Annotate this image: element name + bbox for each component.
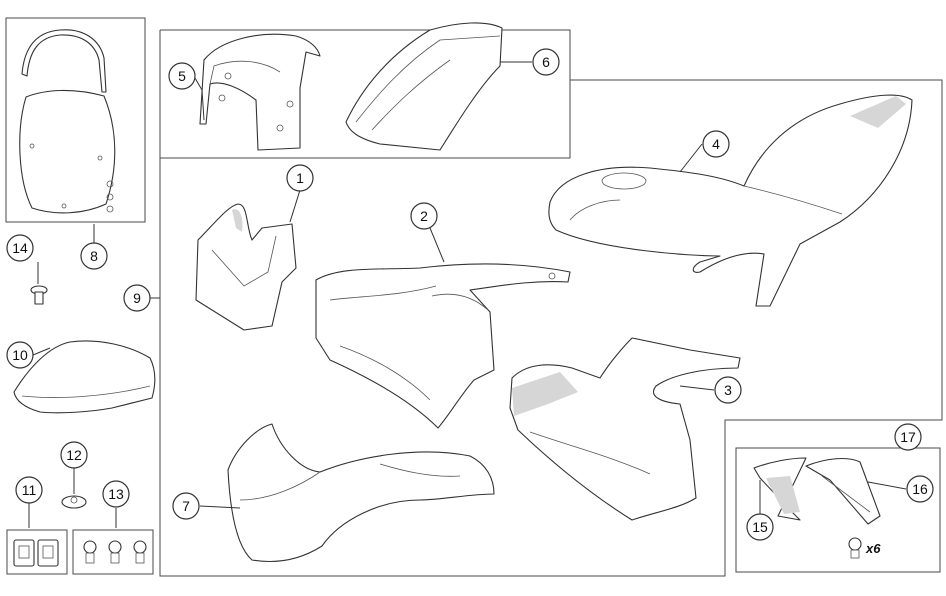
callout-8: 8: [80, 242, 108, 270]
quantity-label: x6: [865, 541, 881, 556]
callout-9: 9: [123, 284, 151, 312]
windscreen-fasteners: [106, 180, 114, 213]
svg-text:13: 13: [108, 486, 124, 502]
tank-side-panel: [345, 22, 503, 151]
callout-6: 6: [532, 48, 560, 76]
svg-text:3: 3: [724, 382, 732, 398]
callout-3: 3: [714, 376, 742, 404]
svg-text:14: 14: [12, 240, 28, 256]
callout-13: 13: [102, 480, 130, 508]
fairing-nut-12: [61, 495, 87, 509]
svg-text:11: 11: [22, 482, 37, 498]
callout-4: 4: [702, 130, 730, 158]
svg-text:2: 2: [420, 208, 428, 224]
nose-fairing: [195, 203, 297, 331]
svg-text:9: 9: [133, 290, 141, 306]
mirror-cover-screw: [848, 537, 862, 559]
svg-text:4: 4: [712, 136, 720, 152]
front-mudguard: [199, 33, 321, 151]
callout-17: 17: [894, 423, 922, 451]
callout-7: 7: [172, 492, 200, 520]
svg-text:10: 10: [12, 347, 28, 363]
windscreen-trim: [21, 29, 107, 93]
callout-10: 10: [6, 341, 34, 369]
tail-cover: [13, 340, 156, 414]
windscreen-kit-frame: [5, 17, 146, 223]
callout-14: 14: [6, 234, 34, 262]
svg-text:8: 8: [90, 248, 98, 264]
callout-2: 2: [410, 202, 438, 230]
svg-text:15: 15: [752, 519, 768, 535]
svg-text:1: 1: [296, 170, 304, 186]
mirror-cover-kit-frame: [735, 447, 941, 573]
bolt-14: [30, 285, 48, 305]
right-side-fairing: [509, 337, 741, 521]
screws-13: [83, 540, 147, 564]
left-side-fairing: [315, 263, 571, 429]
callout-11: 11: [15, 476, 43, 504]
fuel-tank-and-seat: [548, 94, 913, 307]
windscreen: [19, 89, 116, 214]
main-fairing-frame: [159, 79, 943, 577]
svg-text:12: 12: [66, 447, 82, 463]
callout-5: 5: [168, 62, 196, 90]
belly-pan: [227, 423, 495, 563]
svg-text:5: 5: [178, 68, 186, 84]
switch-covers-11: [13, 539, 59, 567]
svg-text:6: 6: [542, 54, 550, 70]
screw-set-frame: [72, 529, 154, 575]
callout-1: 1: [286, 164, 314, 192]
mirror-cover-right: [805, 457, 881, 525]
svg-text:16: 16: [912, 481, 928, 497]
mirror-cover-left: [753, 457, 807, 521]
callout-16: 16: [906, 475, 934, 503]
switch-panel-frame: [6, 529, 68, 575]
svg-text:7: 7: [182, 498, 190, 514]
callout-12: 12: [60, 441, 88, 469]
callout-15: 15: [746, 513, 774, 541]
leader-lines: [28, 61, 907, 528]
svg-text:17: 17: [900, 429, 916, 445]
